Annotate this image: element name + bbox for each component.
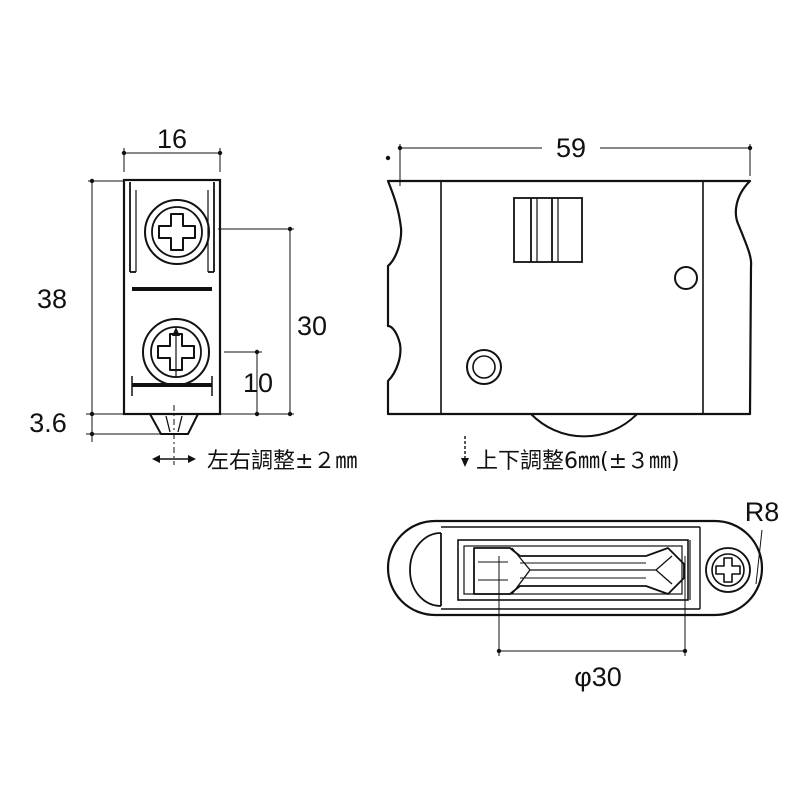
bottom-view: R8 φ30	[386, 497, 780, 692]
lower-screw-icon	[142, 318, 210, 386]
bottom-pin	[149, 405, 199, 465]
lateral-adjust-note: 左右調整±２㎜	[207, 449, 357, 474]
dim-height-38: 38	[37, 284, 67, 314]
lateral-adjust-arrow-icon	[152, 455, 196, 463]
side-screw-icon	[705, 547, 751, 593]
upper-screw-icon	[144, 199, 210, 265]
vertical-adjust-arrow-icon	[461, 436, 469, 467]
dim-length-59: 59	[556, 133, 586, 163]
front-view: 16 38 3.6 30 10 左右調整±２㎜	[29, 124, 357, 474]
dim-radius-r8: R8	[745, 497, 780, 527]
dim-wheel-diameter: φ30	[574, 662, 622, 692]
dim-width-16: 16	[157, 124, 187, 154]
vertical-adjust-note: 上下調整6㎜(±３㎜)	[476, 449, 680, 474]
dim-offset-3-6: 3.6	[29, 408, 67, 438]
side-view: 59 上下調整6㎜(±３㎜)	[385, 132, 753, 474]
dim-height-30: 30	[297, 311, 327, 341]
dim-height-10: 10	[243, 368, 273, 398]
